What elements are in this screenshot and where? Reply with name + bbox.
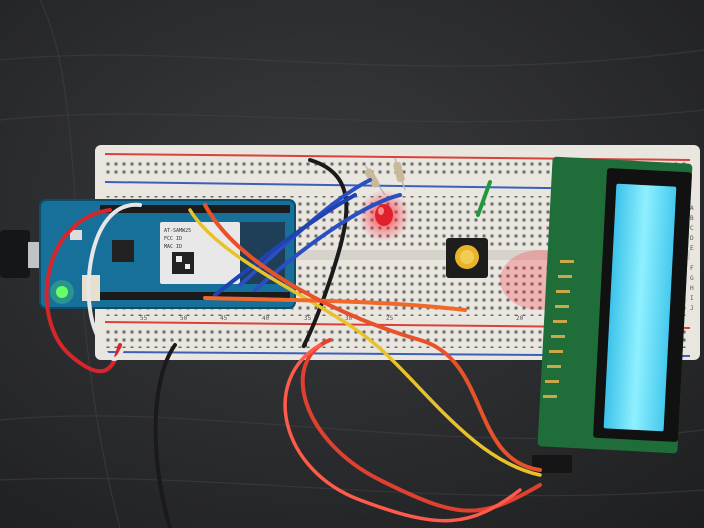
row-letter: D [690, 235, 694, 242]
column-number: 35 [304, 315, 312, 322]
red-led-icon [358, 190, 410, 242]
row-letter: I [690, 295, 694, 302]
board-silkscreen-line: FCC ID [164, 236, 182, 242]
jumper-wires [44, 158, 542, 528]
resistor-icon [364, 157, 406, 196]
row-letter: J [690, 305, 694, 312]
column-number: 30 [345, 315, 353, 322]
board-silkscreen-line: MAC ID [164, 244, 182, 250]
lcd-screen [603, 183, 677, 432]
column-number: 50 [180, 315, 188, 322]
row-letter: G [690, 275, 694, 282]
row-letter: A [690, 205, 694, 212]
black-wire [153, 343, 177, 528]
push-button-icon [446, 238, 488, 278]
white-wire [86, 202, 142, 361]
yellow-wire [188, 208, 542, 477]
red-wire [283, 343, 522, 523]
row-letter: B [690, 215, 694, 222]
breadboard-row-letters: A B C D E F G H I J [690, 205, 694, 312]
row-letter: F [690, 265, 694, 272]
red-wire [44, 208, 122, 374]
column-number: 40 [262, 315, 270, 322]
black-wire [301, 158, 349, 349]
orange-wire [203, 296, 467, 312]
row-letter: E [690, 245, 694, 252]
column-number: 25 [386, 315, 394, 322]
blue-wire [253, 193, 402, 292]
qr-code [172, 252, 194, 274]
power-led [56, 286, 68, 298]
row-letter: H [690, 285, 694, 292]
orange-wire [203, 203, 542, 472]
blue-wire [213, 193, 357, 297]
board-silkscreen-line: AT-SAMW25 [164, 228, 191, 234]
column-number: 20 [516, 315, 524, 322]
column-number: 55 [140, 315, 148, 322]
green-wire [476, 180, 492, 217]
row-letter: C [690, 225, 694, 232]
microcontroller-board-icon: AT-SAMW25 FCC ID MAC ID [39, 199, 296, 309]
column-number: 45 [220, 315, 228, 322]
lcd-module-icon [532, 156, 693, 473]
